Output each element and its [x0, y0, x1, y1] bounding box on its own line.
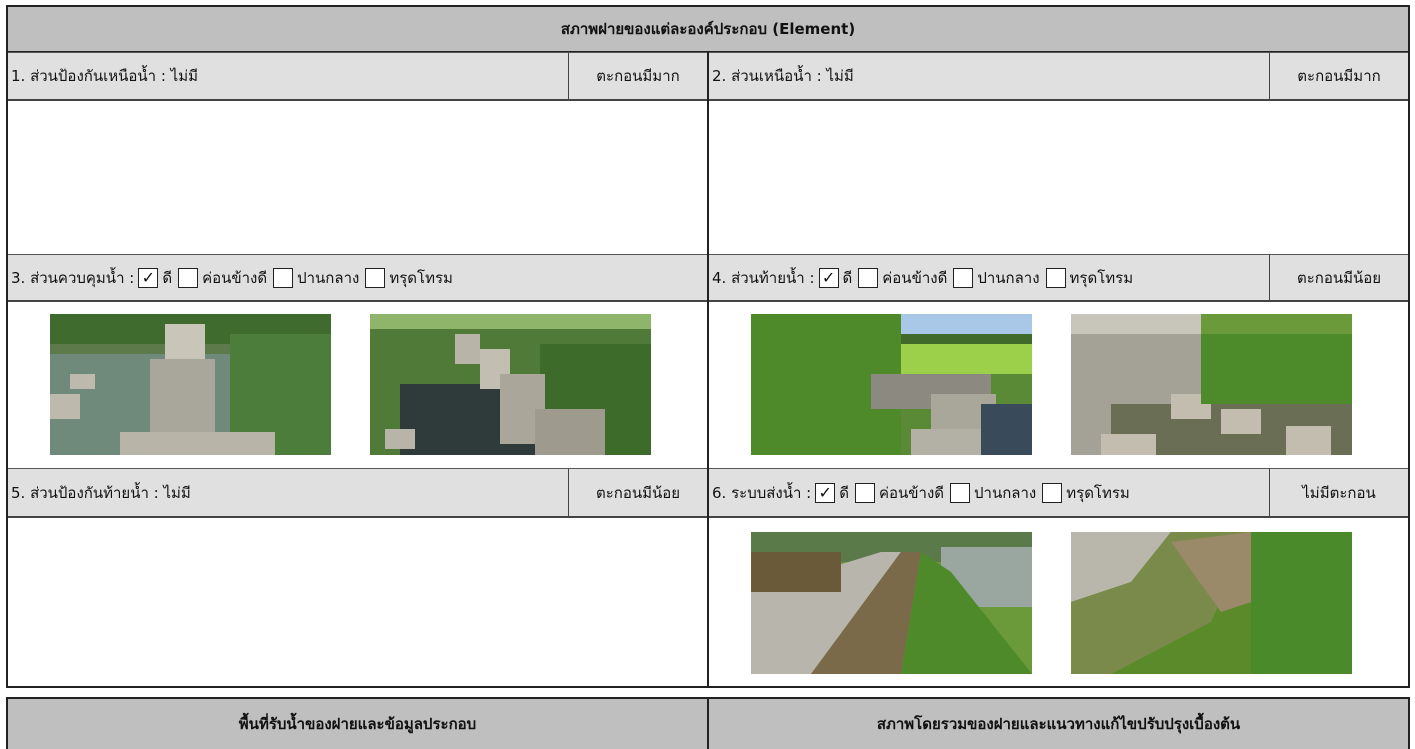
photo-downstream-2	[1071, 314, 1352, 455]
footer-left-title: พื้นที่รับน้ำของฝายและข้อมูลประกอบ	[238, 715, 477, 733]
checkbox-moderate-4[interactable]	[953, 267, 974, 288]
checkbox-fairly-good-label: ค่อนข้างดี	[882, 268, 948, 287]
checkbox-good-label: ดี	[842, 268, 853, 287]
element-row-5: 5. ส่วนป้องกันท้ายน้ำ : ไม่มี ตะกอนมีน้อ…	[8, 468, 707, 518]
element-row-2: 2. ส่วนเหนือน้ำ : ไม่มี ตะกอนมีมาก	[709, 52, 1408, 101]
checkbox-poor-4[interactable]	[1045, 267, 1066, 288]
photo-control-2	[370, 314, 651, 455]
photo-control-1	[50, 314, 331, 455]
section-title-text: สภาพฝายของแต่ละองค์ประกอบ (Element)	[560, 20, 856, 38]
checkbox-moderate-3[interactable]	[273, 267, 294, 288]
checkbox-fairly-good-label: ค่อนข้างดี	[878, 483, 945, 502]
element-label-4: 4. ส่วนท้ายน้ำ :	[712, 268, 815, 287]
checkbox-poor-label: ทรุดโทรม	[389, 268, 453, 287]
section-title: สภาพฝายของแต่ละองค์ประกอบ (Element)	[6, 5, 1410, 53]
element-row-1: 1. ส่วนป้องกันเหนือน้ำ : ไม่มี ตะกอนมีมา…	[8, 52, 707, 101]
checkbox-moderate-6[interactable]	[950, 482, 971, 503]
element-label-5: 5. ส่วนป้องกันท้ายน้ำ : ไม่มี	[11, 483, 191, 502]
center-divider	[707, 52, 709, 688]
element-status-1: ตะกอนมีมาก	[568, 53, 707, 99]
checkbox-fairly-good-4[interactable]	[858, 267, 879, 288]
element-label-6-group: 6. ระบบส่งน้ำ : ✓ดี ค่อนข้างดี ปานกลาง ท…	[709, 469, 1269, 516]
photo-canal-2	[1071, 532, 1352, 674]
footer-left-header: พื้นที่รับน้ำของฝายและข้อมูลประกอบ	[6, 697, 709, 749]
footer-right-title: สภาพโดยรวมของฝายและแนวทางแก้ไขปรับปรุงเบ…	[876, 715, 1241, 733]
checkbox-moderate-label: ปานกลาง	[974, 483, 1037, 502]
element-label-6: 6. ระบบส่งน้ำ :	[712, 483, 812, 502]
element-label-3: 3. ส่วนควบคุมน้ำ :	[11, 268, 135, 287]
checkbox-moderate-label: ปานกลาง	[297, 268, 360, 287]
checkbox-fairly-good-3[interactable]	[178, 267, 199, 288]
element-label-2: 2. ส่วนเหนือน้ำ : ไม่มี	[712, 67, 854, 85]
section-gap	[0, 689, 1415, 697]
checkbox-good-label: ดี	[162, 268, 173, 287]
checkbox-good-label: ดี	[839, 483, 849, 502]
checkbox-poor-label: ทรุดโทรม	[1069, 268, 1134, 287]
checkbox-moderate-label: ปานกลาง	[977, 268, 1040, 287]
element-status-2: ตะกอนมีมาก	[1269, 53, 1408, 99]
element-label-3-group: 3. ส่วนควบคุมน้ำ : ✓ดี ค่อนข้างดี ปานกลา…	[8, 255, 455, 300]
element-label-1: 1. ส่วนป้องกันเหนือน้ำ : ไม่มี	[11, 67, 198, 85]
element-row-6: 6. ระบบส่งน้ำ : ✓ดี ค่อนข้างดี ปานกลาง ท…	[709, 468, 1408, 518]
element-status-6: ไม่มีตะกอน	[1269, 469, 1408, 516]
element-row-4: 4. ส่วนท้ายน้ำ : ✓ดี ค่อนข้างดี ปานกลาง …	[709, 254, 1408, 302]
photo-canal-1	[751, 532, 1032, 674]
element-status-5: ตะกอนมีน้อย	[568, 469, 707, 516]
checkbox-good-6[interactable]: ✓	[815, 482, 836, 503]
checkbox-poor-label: ทรุดโทรม	[1066, 483, 1130, 502]
photo-downstream-1	[751, 314, 1032, 455]
checkbox-poor-3[interactable]	[365, 267, 386, 288]
checkbox-good-4[interactable]: ✓	[818, 267, 839, 288]
element-label-4-group: 4. ส่วนท้ายน้ำ : ✓ดี ค่อนข้างดี ปานกลาง …	[709, 255, 1269, 300]
checkbox-fairly-good-6[interactable]	[854, 482, 875, 503]
element-status-4: ตะกอนมีน้อย	[1269, 255, 1408, 300]
checkbox-good-3[interactable]: ✓	[138, 267, 159, 288]
element-row-3: 3. ส่วนควบคุมน้ำ : ✓ดี ค่อนข้างดี ปานกลา…	[8, 254, 707, 302]
footer-right-header: สภาพโดยรวมของฝายและแนวทางแก้ไขปรับปรุงเบ…	[707, 697, 1410, 749]
checkbox-poor-6[interactable]	[1042, 482, 1063, 503]
checkbox-fairly-good-label: ค่อนข้างดี	[202, 268, 268, 287]
